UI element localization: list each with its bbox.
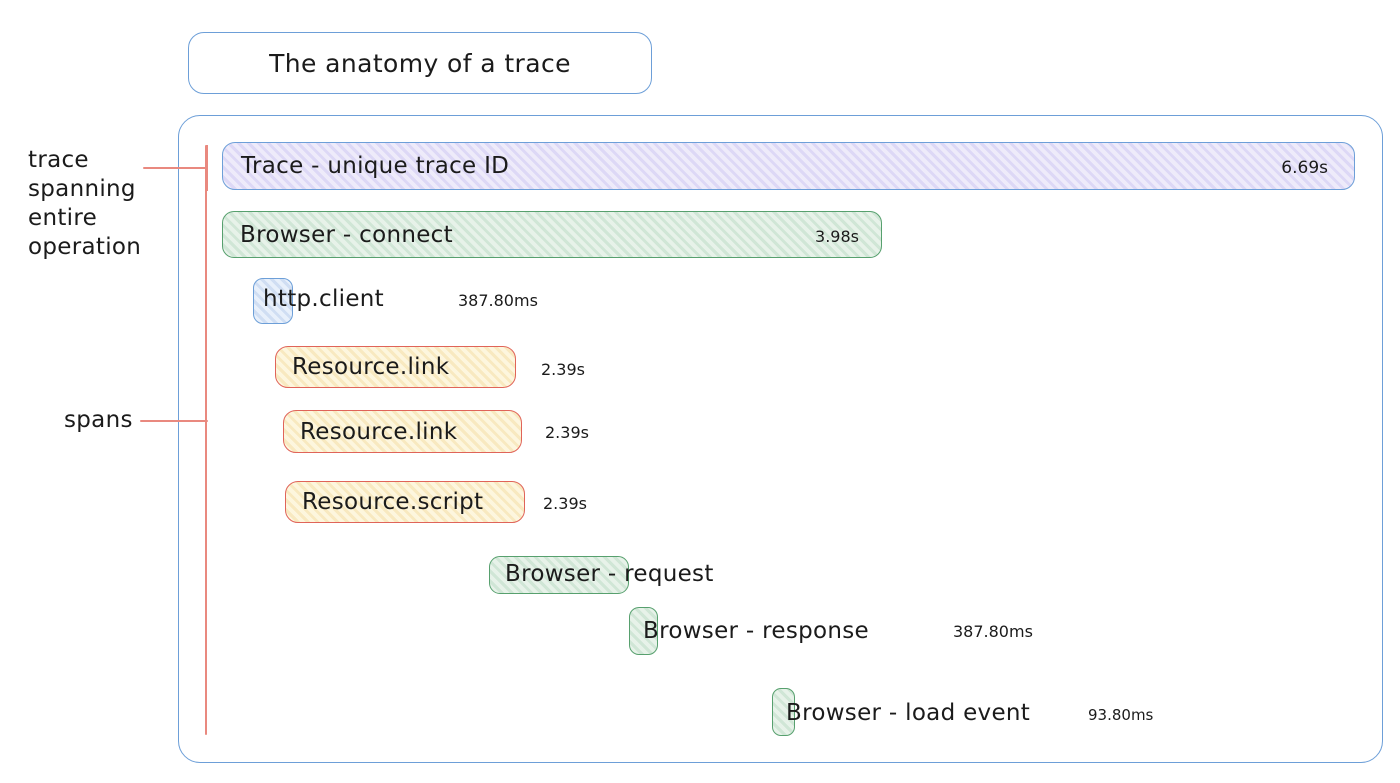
span-label: Browser - load event	[786, 700, 1031, 726]
span-label: Browser - request	[505, 561, 714, 587]
trace-annotation-line: trace	[28, 147, 89, 173]
trace-annotation-line: spanning	[28, 176, 136, 202]
trace-annotation-connector	[143, 145, 208, 191]
span-label: Browser - connect	[240, 221, 453, 248]
span-duration: 2.39s	[543, 494, 587, 513]
trace-bar: Trace - unique trace ID 6.69s	[222, 142, 1355, 190]
spans-bracket-line	[205, 145, 207, 735]
span-label: Resource.link	[300, 418, 458, 445]
span-box-http-client	[253, 278, 293, 324]
spans-annotation: spans	[64, 407, 133, 433]
span-box-browser-response	[629, 607, 658, 655]
trace-bar-duration: 6.69s	[1281, 158, 1328, 178]
span-bar-resource-link-2: Resource.link	[283, 410, 522, 453]
span-box-browser-load-event	[772, 688, 795, 736]
span-duration: 93.80ms	[1088, 706, 1154, 724]
span-bar-resource-link-1: Resource.link	[275, 346, 516, 388]
span-bar-browser-connect: Browser - connect 3.98s	[222, 211, 882, 258]
span-box-browser-request	[489, 556, 629, 594]
span-label: http.client	[263, 286, 384, 312]
trace-bar-label: Trace - unique trace ID	[241, 153, 510, 179]
span-duration: 387.80ms	[458, 291, 538, 310]
spans-annotation-connector	[140, 420, 208, 422]
span-label: Resource.link	[292, 354, 450, 380]
title-box: The anatomy of a trace	[188, 32, 652, 94]
trace-container	[178, 115, 1383, 763]
span-duration: 2.39s	[541, 360, 585, 379]
trace-annotation-line: entire	[28, 205, 98, 231]
spans-annotation-label: spans	[64, 407, 133, 433]
span-duration: 3.98s	[815, 227, 859, 246]
diagram-title: The anatomy of a trace	[269, 48, 571, 78]
trace-annotation: trace spanning entire operation	[28, 146, 141, 262]
span-label: Resource.script	[302, 489, 484, 515]
trace-annotation-line: operation	[28, 234, 142, 260]
span-bar-resource-script: Resource.script	[285, 481, 525, 523]
span-label: Browser - response	[643, 618, 869, 644]
span-duration: 2.39s	[545, 423, 589, 442]
span-duration: 387.80ms	[953, 622, 1033, 641]
